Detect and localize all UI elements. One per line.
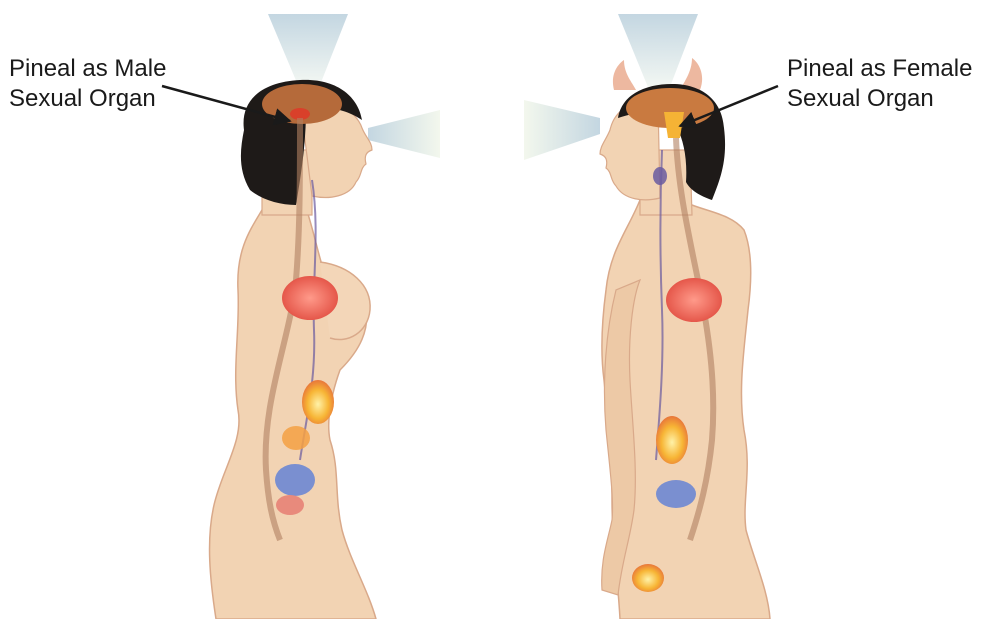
female-pineal-label-line2: Sexual Organ xyxy=(787,84,972,114)
left-adrenal-gland xyxy=(302,380,334,424)
left-uterus xyxy=(276,495,304,515)
right-front-light-cone xyxy=(524,100,600,160)
right-gonad xyxy=(632,564,664,592)
female-pineal-label-line1: Pineal as Female xyxy=(787,54,972,84)
male-pineal-label-line2: Sexual Organ xyxy=(9,84,166,114)
left-kidney xyxy=(275,464,315,496)
left-figure xyxy=(210,14,440,619)
male-pineal-label: Pineal as Male Sexual Organ xyxy=(9,54,166,114)
female-pineal-label: Pineal as Female Sexual Organ xyxy=(787,54,972,114)
male-pineal-label-line1: Pineal as Male xyxy=(9,54,166,84)
left-heart xyxy=(282,276,338,320)
left-body xyxy=(210,208,376,619)
left-top-light-cone xyxy=(268,14,348,90)
left-lower-gland xyxy=(282,426,310,450)
right-adrenal-gland xyxy=(656,416,688,464)
right-kidney xyxy=(656,480,696,508)
right-heart xyxy=(666,278,722,322)
right-thyroid-gland xyxy=(653,167,667,185)
left-front-light-cone xyxy=(368,110,440,158)
